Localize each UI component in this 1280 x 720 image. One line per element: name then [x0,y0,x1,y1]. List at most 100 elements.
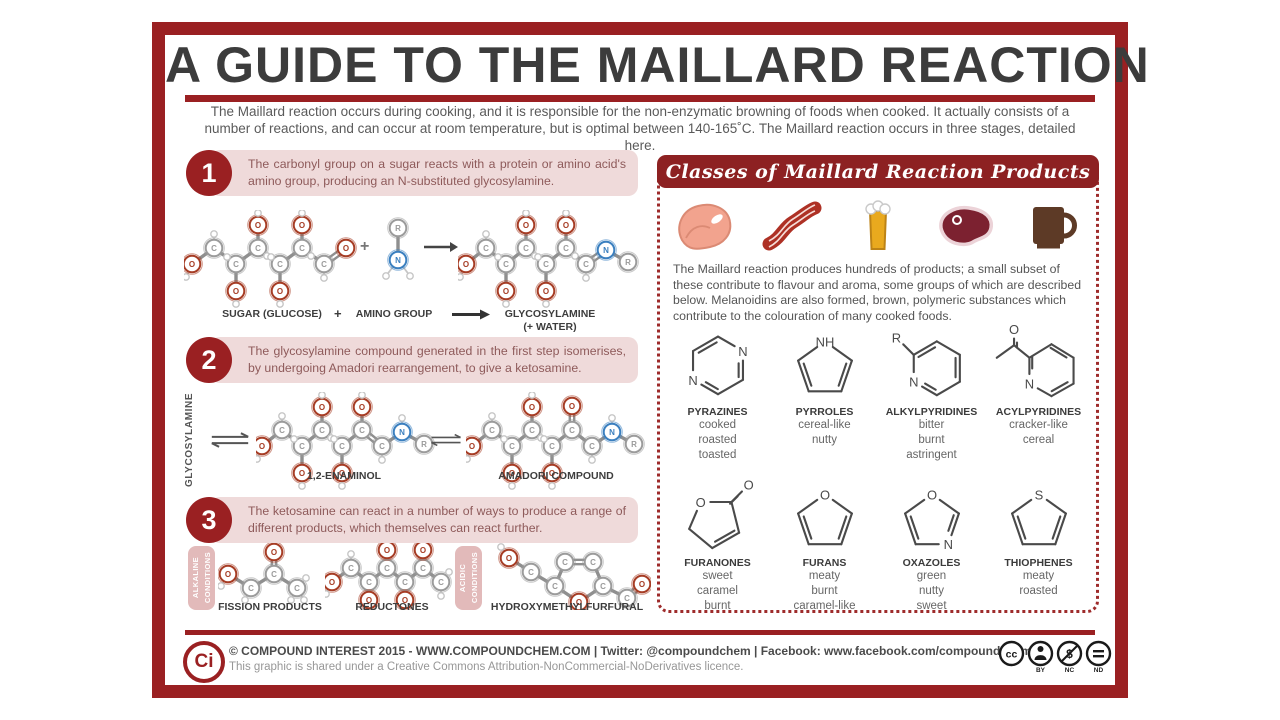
svg-text:C: C [294,584,300,593]
class-name: PYRAZINES [687,406,748,418]
cc-nc-icon: $ NC [1056,640,1083,674]
svg-text:O: O [366,596,372,605]
beer-icon [865,200,891,250]
svg-text:R: R [625,258,631,267]
svg-text:O: O [926,487,936,502]
class-name: PYRROLES [795,406,854,418]
fission-products-label: FISSION PRODUCTS [218,601,322,613]
svg-text:N: N [395,256,401,265]
svg-text:C: C [299,442,305,451]
acidic-label-word2: CONDITIONS [469,552,479,604]
enaminol-label: 1,2-ENAMINOL [306,470,382,482]
class-name: ALKYLPYRIDINES [885,406,978,418]
class-trait: sweet [916,599,947,612]
svg-text:C: C [583,260,589,269]
alkaline-label-word2: CONDITIONS [202,552,212,604]
svg-text:N: N [603,246,609,255]
glycosylamine-side-label: GLYCOSYLAMINE [184,392,195,488]
svg-text:C: C [277,260,283,269]
svg-text:R: R [421,440,427,449]
svg-text:C: C [438,578,444,587]
alkaline-conditions-tab: ALKALINE CONDITIONS [188,546,215,610]
glycosylamine-label-line2: (+ WATER) [523,321,577,334]
amino-group-label: AMINO GROUP [355,308,433,320]
step-3-box: The ketosamine can react in a number of … [210,497,638,543]
svg-text:O: O [359,403,365,412]
svg-text:C: C [483,244,489,253]
svg-text:O: O [569,402,575,411]
svg-text:NH: NH [815,334,834,349]
class-trait: cereal [1022,433,1055,446]
plus-label: + [334,306,342,321]
svg-text:O: O [225,570,231,579]
equilibrium-arrow-icon [211,432,249,448]
svg-text:C: C [529,426,535,435]
svg-text:O: O [299,469,305,478]
alkylpyridine-structure-icon: NR [891,331,961,397]
class-trait: nutty [812,433,837,446]
svg-text:N: N [738,344,747,359]
svg-text:C: C [552,582,558,591]
svg-text:C: C [589,442,595,451]
class-trait: burnt [918,433,945,446]
class-name: THIOPHENES [1004,556,1073,569]
svg-text:O: O [420,546,426,555]
svg-text:O: O [271,548,277,557]
svg-text:O: O [529,403,535,412]
svg-text:O: O [319,403,325,412]
svg-text:N: N [609,428,615,437]
pyrazine-structure-icon: NN [688,335,747,396]
svg-text:N: N [943,537,952,552]
footer-divider [185,630,1095,635]
acidic-label-word1: ACIDIC [457,563,467,593]
svg-text:C: C [255,244,261,253]
svg-text:C: C [600,582,606,591]
svg-text:C: C [569,426,575,435]
chicken-icon [678,203,732,250]
thiophene-structure-icon: S [1010,487,1067,546]
svg-text:C: C [543,260,549,269]
cc-nd-label: ND [1093,667,1104,674]
glycosylamine-label: GLYCOSYLAMINE (+ WATER) [490,308,610,334]
oxazole-structure-icon: ON [903,487,960,552]
svg-text:O: O [503,287,509,296]
svg-text:C: C [279,426,285,435]
food-icons-row [672,197,1084,253]
svg-text:N: N [1024,377,1033,392]
svg-text:O: O [343,244,349,253]
svg-text:O: O [509,469,515,478]
class-name: FURANS [802,556,847,569]
svg-text:N: N [399,428,405,437]
svg-text:O: O [189,260,195,269]
svg-text:C: C [523,244,529,253]
pyrrole-structure-icon: NH [796,334,853,393]
amadori-label: AMADORI COMPOUND [498,470,614,482]
svg-text:C: C [402,578,408,587]
svg-text:O: O [543,287,549,296]
hydroxymethylfurfural-label: HYDROXYMETHYLFURFURAL [490,601,644,613]
equilibrium-arrow-icon [431,433,461,447]
svg-text:C: C [379,442,385,451]
plus-sign: + [360,238,370,255]
alkaline-label-word1: ALKALINE [190,557,200,599]
svg-text:C: C [339,442,345,451]
svg-text:C: C [563,244,569,253]
svg-text:O: O [743,478,753,493]
glycosylamine-label-line1: GLYCOSYLAMINE [504,308,596,320]
svg-text:N: N [909,375,918,390]
class-trait: cooked [698,419,737,431]
class-trait: nutty [919,584,944,597]
footer-credit-line: © COMPOUND INTEREST 2015 - WWW.COMPOUNDC… [229,644,1032,658]
svg-text:O: O [563,221,569,230]
panel-intro-text: The Maillard reaction produces hundreds … [673,262,1082,324]
furan-structure-icon: O [796,487,853,546]
class-trait: meaty [1022,569,1055,582]
svg-text:C: C [590,558,596,567]
furanone-structure-icon: OO [687,478,753,549]
svg-text:C: C [211,244,217,253]
